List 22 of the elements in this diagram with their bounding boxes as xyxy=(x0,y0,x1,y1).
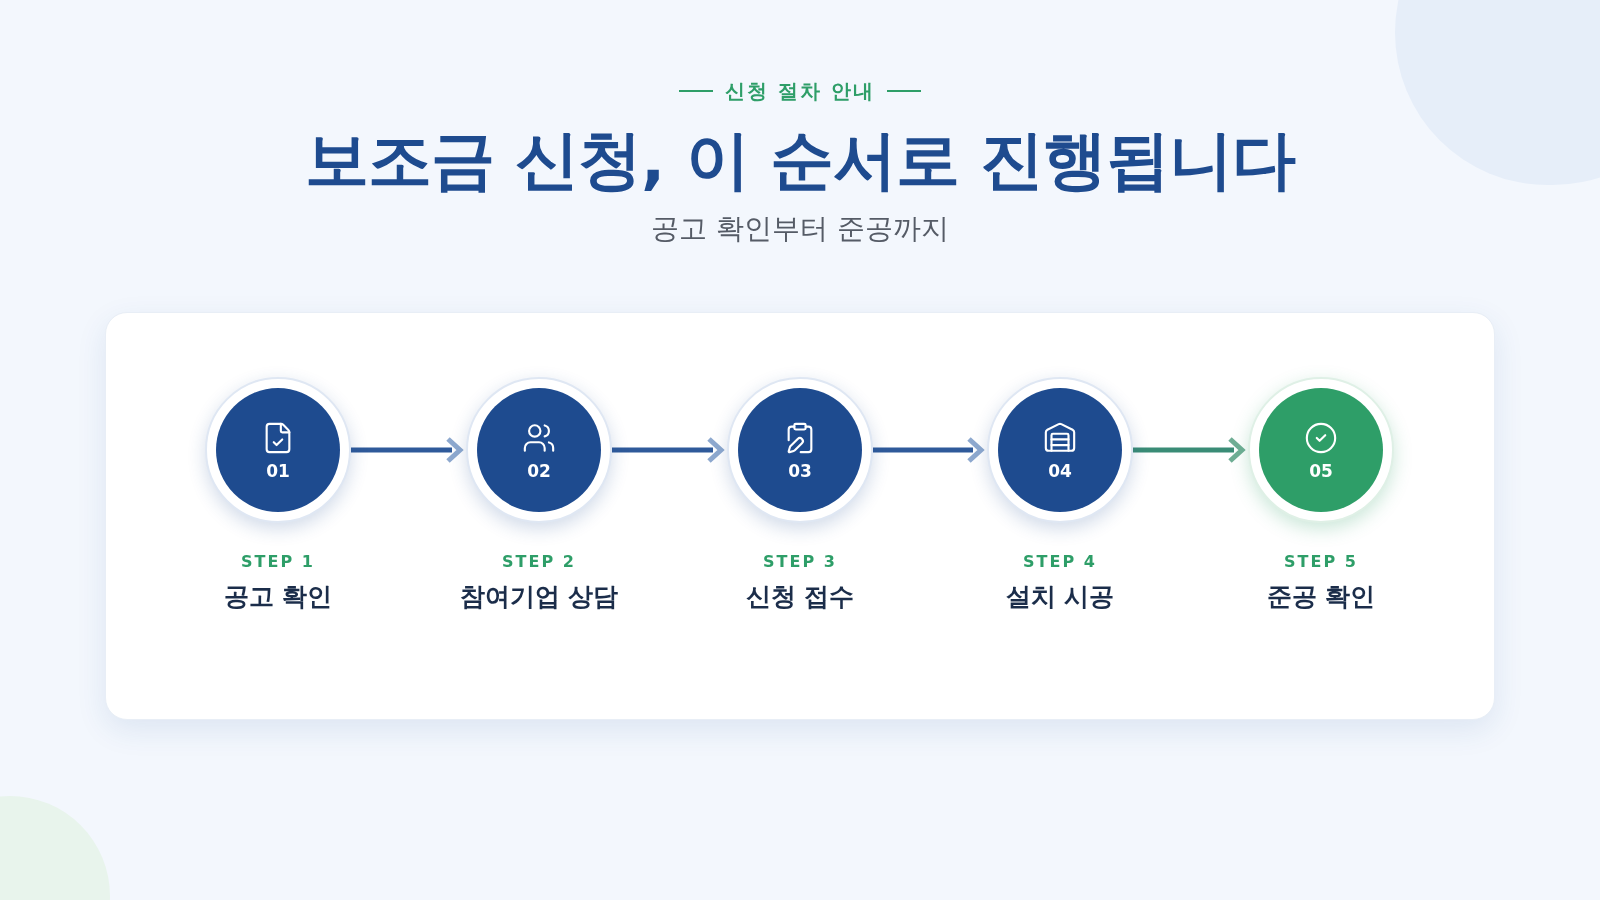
subtitle: 공고 확인부터 준공까지 xyxy=(651,211,949,247)
step-name: 공고 확인 xyxy=(223,581,333,613)
step-number: 04 xyxy=(1048,462,1072,480)
arrow xyxy=(1133,436,1245,464)
step-number: 05 xyxy=(1309,462,1333,480)
arrow xyxy=(873,436,984,464)
step-number: 02 xyxy=(527,462,551,480)
step-name: 설치 시공 xyxy=(1005,581,1115,613)
step-number: 01 xyxy=(266,462,290,480)
arrow xyxy=(351,436,463,464)
step-label: STEP 5 xyxy=(1284,551,1358,573)
arrow xyxy=(612,436,724,464)
step-number: 03 xyxy=(788,462,812,480)
step-name: 준공 확인 xyxy=(1266,581,1376,613)
step-label: STEP 2 xyxy=(502,551,576,573)
step-label: STEP 1 xyxy=(241,551,315,573)
step-label: STEP 3 xyxy=(763,551,837,573)
step-name: 참여기업 상담 xyxy=(459,581,619,613)
kicker-text: 신청 절차 안내 xyxy=(725,78,875,105)
title: 보조금 신청, 이 순서로 진행됩니다 xyxy=(304,122,1296,199)
step-name: 신청 접수 xyxy=(745,581,855,613)
step-label: STEP 4 xyxy=(1023,551,1097,573)
